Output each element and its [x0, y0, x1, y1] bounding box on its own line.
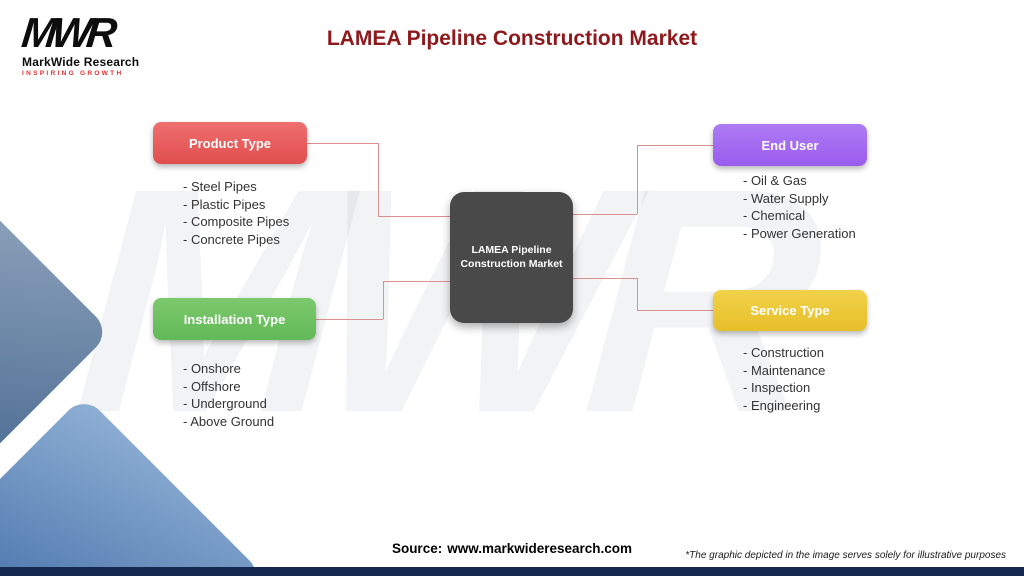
connector-product-h2 — [378, 216, 450, 217]
connector-service-h1 — [637, 310, 713, 311]
list-item: - Maintenance — [743, 362, 826, 378]
source-label: Source: — [391, 541, 443, 556]
list-item: - Plastic Pipes — [183, 196, 266, 212]
list-item: - Onshore — [183, 361, 241, 376]
source-url: www.markwideresearch.com — [447, 541, 633, 556]
logo-tagline: INSPIRING GROWTH — [22, 70, 124, 77]
list-item: - Composite Pipes — [183, 214, 290, 229]
list-item: - Oil & Gas — [743, 173, 807, 188]
list-item: - Water Supply — [743, 190, 829, 206]
source-line: Source: www.markwideresearch.com — [0, 541, 1024, 556]
segment-product-type: Product Type — [153, 122, 307, 164]
disclaimer-text: *The graphic depicted in the image serve… — [685, 550, 1006, 561]
list-item: - Inspection — [743, 380, 811, 395]
connector-product-v — [378, 143, 379, 216]
page-title: LAMEA Pipeline Construction Market — [326, 27, 698, 50]
list-item: - Above Ground — [183, 413, 275, 429]
connector-product-h1 — [307, 143, 378, 144]
markwide-logo: MWR MarkWide Research INSPIRING GROWTH — [20, 9, 142, 77]
installation-type-list: - Onshore - Offshore - Underground - Abo… — [183, 360, 274, 430]
connector-installation-h1 — [316, 319, 383, 320]
list-item: - Underground — [183, 396, 267, 411]
end-user-list: - Oil & Gas - Water Supply - Chemical - … — [743, 172, 856, 242]
connector-installation-v — [383, 281, 384, 319]
connector-service-h2 — [573, 278, 637, 279]
list-item: - Steel Pipes — [183, 179, 257, 194]
segment-end-user: End User — [713, 124, 867, 166]
central-market-node: LAMEA Pipeline Construction Market — [450, 192, 573, 323]
connector-enduser-h1 — [637, 145, 713, 146]
footer-bar — [0, 567, 1024, 576]
logo-company-name: MarkWide Research — [22, 55, 140, 69]
segment-service-type: Service Type — [713, 290, 867, 331]
list-item: - Chemical — [743, 208, 806, 223]
connector-service-v — [637, 278, 638, 310]
connector-enduser-h2 — [573, 214, 637, 215]
connector-enduser-v — [637, 145, 638, 214]
list-item: - Power Generation — [743, 225, 856, 241]
product-type-list: - Steel Pipes - Plastic Pipes - Composit… — [183, 178, 289, 248]
list-item: - Construction — [743, 345, 824, 360]
segment-installation-type: Installation Type — [153, 298, 316, 340]
connector-installation-h2 — [383, 281, 450, 282]
list-item: - Offshore — [183, 378, 241, 394]
list-item: - Engineering — [743, 397, 821, 413]
list-item: - Concrete Pipes — [183, 231, 280, 247]
service-type-list: - Construction - Maintenance - Inspectio… — [743, 344, 825, 414]
